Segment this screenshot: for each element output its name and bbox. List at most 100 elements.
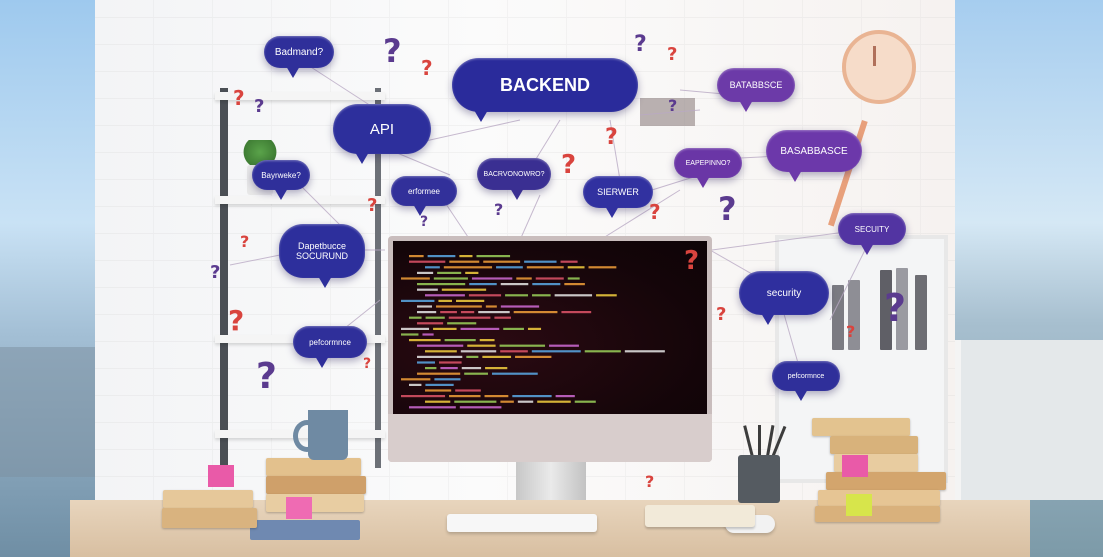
code-line-segment bbox=[409, 255, 424, 258]
code-line-segment bbox=[409, 339, 441, 342]
code-line-segment bbox=[401, 299, 435, 302]
code-line-segment bbox=[483, 260, 521, 263]
question-mark: ? bbox=[254, 96, 265, 117]
code-line-segment bbox=[439, 361, 462, 364]
bubble-label: BATABBSCE bbox=[729, 80, 783, 90]
book bbox=[815, 506, 940, 522]
code-line-segment bbox=[443, 266, 493, 269]
shelf-board bbox=[215, 92, 385, 100]
code-line-segment bbox=[476, 255, 511, 258]
code-line-segment bbox=[588, 266, 617, 269]
speech-bubble: Badmand? bbox=[264, 36, 334, 78]
right-cabinet bbox=[955, 340, 1103, 500]
speech-bubble-api: API bbox=[333, 104, 431, 164]
code-line-segment bbox=[560, 260, 578, 263]
code-line-segment bbox=[624, 350, 665, 353]
book bbox=[163, 490, 253, 508]
code-line-segment bbox=[532, 283, 561, 286]
code-line-segment bbox=[467, 344, 496, 347]
code-line-segment bbox=[427, 255, 456, 258]
code-line-segment bbox=[505, 294, 529, 297]
code-line-segment bbox=[425, 350, 457, 353]
code-line-segment bbox=[417, 322, 444, 325]
clock-hand bbox=[873, 46, 876, 66]
code-line-segment bbox=[401, 327, 430, 330]
code-line-segment bbox=[455, 389, 481, 392]
open-book bbox=[645, 505, 755, 527]
code-line-segment bbox=[584, 350, 621, 353]
notebook bbox=[250, 520, 360, 540]
question-mark: ? bbox=[256, 356, 277, 397]
bubble-label: security bbox=[766, 287, 802, 299]
code-line-segment bbox=[535, 277, 564, 280]
code-line-segment bbox=[425, 389, 452, 392]
speech-bubble: security bbox=[739, 271, 829, 325]
question-mark: ? bbox=[667, 44, 678, 65]
pencil bbox=[758, 425, 761, 465]
question-mark: ? bbox=[846, 322, 856, 341]
code-line-segment bbox=[444, 339, 476, 342]
code-line-segment bbox=[425, 367, 437, 370]
code-line-segment bbox=[417, 344, 464, 347]
code-line-segment bbox=[425, 383, 454, 386]
question-mark: ? bbox=[420, 214, 429, 230]
question-mark: ? bbox=[494, 200, 504, 219]
speech-bubble-backend: BACKEND bbox=[452, 58, 638, 122]
wall-plate bbox=[640, 98, 695, 126]
code-line-segment bbox=[425, 266, 440, 269]
code-line-segment bbox=[425, 294, 465, 297]
code-line-segment bbox=[513, 311, 558, 314]
book bbox=[830, 436, 918, 454]
speech-bubble: BACRVONOWRO? bbox=[477, 158, 551, 200]
code-line-segment bbox=[500, 350, 528, 353]
code-line-segment bbox=[425, 316, 445, 319]
code-line-segment bbox=[491, 372, 538, 375]
code-line-segment bbox=[440, 311, 457, 314]
bubble-label: EAPEPINNO? bbox=[685, 159, 731, 167]
code-line-segment bbox=[468, 294, 502, 297]
question-mark: ? bbox=[561, 150, 577, 180]
shelf-frame bbox=[375, 88, 381, 468]
wall-clock bbox=[842, 30, 916, 104]
code-line-segment bbox=[478, 311, 510, 314]
shelf-board bbox=[215, 196, 385, 204]
code-line-segment bbox=[409, 260, 446, 263]
book bbox=[915, 275, 927, 350]
code-line-segment bbox=[531, 350, 581, 353]
book bbox=[266, 494, 364, 512]
bubble-label: Bayrweke? bbox=[261, 170, 301, 180]
code-line-segment bbox=[485, 367, 508, 370]
question-mark: ? bbox=[605, 125, 618, 150]
question-mark: ? bbox=[684, 246, 700, 276]
question-mark: ? bbox=[718, 190, 737, 228]
bubble-label: BASABBASCE bbox=[780, 145, 848, 157]
question-mark: ? bbox=[421, 56, 433, 80]
speech-bubble: BASABBASCE bbox=[766, 130, 862, 182]
code-line-segment bbox=[554, 294, 593, 297]
sticky-note bbox=[846, 494, 872, 516]
code-line-segment bbox=[438, 299, 453, 302]
code-line-segment bbox=[549, 344, 579, 347]
code-line-segment bbox=[567, 277, 580, 280]
code-line-segment bbox=[460, 350, 497, 353]
question-mark: ? bbox=[649, 200, 661, 224]
code-lines bbox=[401, 255, 665, 409]
question-mark: ? bbox=[884, 286, 907, 330]
bubble-label: SIERWER bbox=[597, 187, 639, 197]
code-line-segment bbox=[485, 305, 497, 308]
code-line-segment bbox=[434, 378, 461, 381]
code-line-segment bbox=[441, 288, 487, 291]
sticky-note bbox=[842, 455, 868, 477]
book bbox=[266, 458, 361, 476]
book bbox=[848, 280, 860, 350]
code-line-segment bbox=[460, 311, 475, 314]
bubble-label: erformee bbox=[407, 186, 440, 196]
code-line-segment bbox=[433, 277, 468, 280]
book bbox=[832, 285, 844, 350]
code-line-segment bbox=[555, 395, 575, 398]
speech-bubble: Bayrweke? bbox=[252, 160, 310, 200]
code-line-segment bbox=[460, 327, 500, 330]
code-line-segment bbox=[567, 266, 585, 269]
code-line-segment bbox=[401, 378, 431, 381]
